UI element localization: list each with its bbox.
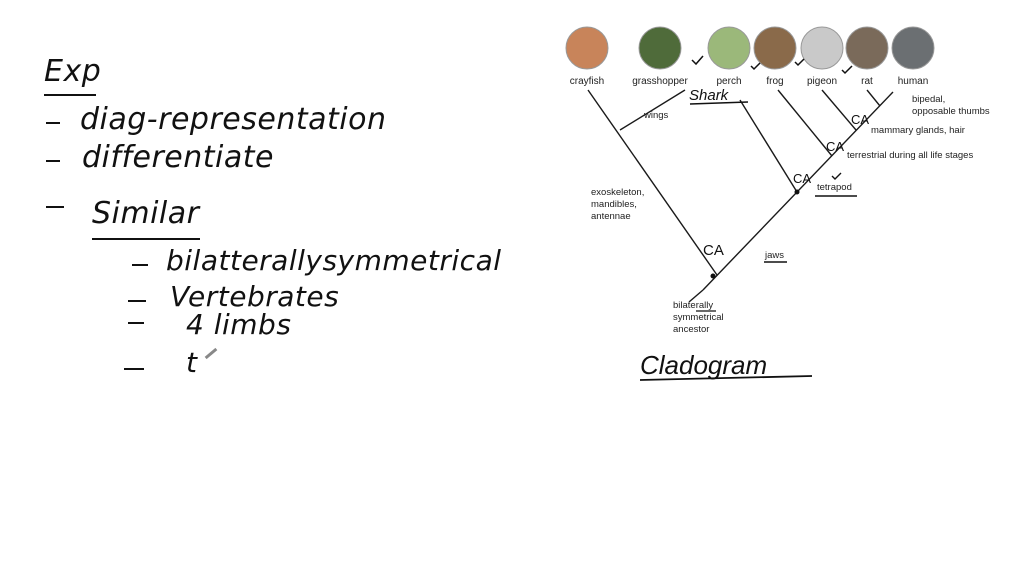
trait-wings: wings bbox=[643, 110, 669, 121]
cladogram-caption: Cladogram bbox=[640, 350, 767, 380]
branch-perch bbox=[739, 99, 798, 193]
branch-pigeon bbox=[821, 89, 857, 131]
taxon-label: perch bbox=[716, 76, 741, 87]
trait-line: antennae bbox=[591, 211, 631, 222]
taxon-rat: rat bbox=[845, 26, 889, 87]
ancestor-line: bilaterally bbox=[673, 300, 713, 311]
bullet-dash bbox=[124, 368, 144, 370]
node-dot bbox=[794, 189, 800, 195]
check-mark bbox=[750, 62, 761, 71]
taxon-frog: frog bbox=[753, 26, 797, 87]
notes-heading: Exp bbox=[44, 54, 102, 89]
taxon-label: grasshopper bbox=[632, 76, 688, 87]
shark-annotation: Shark bbox=[689, 87, 730, 104]
ca-label: CA bbox=[851, 112, 869, 127]
taxon-pigeon: pigeon bbox=[800, 26, 844, 87]
trait-line: mandibles, bbox=[591, 199, 637, 210]
similar-underline bbox=[92, 238, 200, 240]
taxon-human: human bbox=[891, 26, 935, 87]
perch-photo bbox=[707, 26, 751, 70]
taxon-label: frog bbox=[766, 76, 783, 87]
ancestor-line: symmetrical bbox=[673, 312, 724, 323]
bullet-dash bbox=[128, 300, 146, 302]
ca-label: CA bbox=[703, 242, 724, 259]
cladogram: crayfish grasshopper perch frog pigeon r… bbox=[565, 26, 990, 381]
trait-terrestrial: terrestrial during all life stages bbox=[847, 150, 973, 161]
caption-underline bbox=[639, 375, 813, 381]
note-subitem: Vertebrates bbox=[170, 280, 340, 313]
bullet-dash bbox=[128, 322, 144, 324]
trait-mammary: mammary glands, hair bbox=[871, 125, 965, 136]
branch-frog bbox=[777, 89, 833, 157]
bullet-dash bbox=[132, 264, 148, 266]
trait-jaws: jaws bbox=[764, 250, 784, 261]
note-subitem: bilatterallysymmetrical bbox=[166, 244, 502, 277]
note-item: differentiate bbox=[82, 140, 274, 175]
check-mark bbox=[831, 172, 842, 180]
pen-cursor-icon bbox=[204, 347, 218, 360]
handwritten-notes: Exp diag-representation differentiate Si… bbox=[44, 54, 502, 379]
trait-bipedal: bipedal, opposable thumbs bbox=[912, 94, 990, 117]
trait-line: bipedal, bbox=[912, 94, 945, 105]
check-mark bbox=[691, 55, 704, 66]
check-mark bbox=[794, 58, 805, 67]
bullet-dash bbox=[46, 160, 60, 162]
trait-line: opposable thumbs bbox=[912, 106, 990, 117]
note-item: diag-representation bbox=[80, 102, 387, 137]
taxon-label: human bbox=[898, 76, 929, 87]
trait-tetrapod: tetrapod bbox=[817, 182, 852, 193]
branch-rat bbox=[866, 89, 881, 107]
node-dot bbox=[710, 273, 716, 279]
heading-underline bbox=[44, 94, 96, 96]
trait-exoskeleton: exoskeleton, mandibles, antennae bbox=[591, 187, 647, 222]
shark-underline bbox=[689, 101, 749, 105]
rat-photo bbox=[845, 26, 889, 70]
ca-label: CA bbox=[826, 139, 844, 154]
grasshopper-photo bbox=[638, 26, 682, 70]
taxon-perch: perch bbox=[707, 26, 751, 87]
root-stem bbox=[688, 289, 704, 303]
trait-line: exoskeleton, bbox=[591, 187, 644, 198]
frog-photo bbox=[753, 26, 797, 70]
check-mark bbox=[841, 65, 853, 75]
taxon-label: crayfish bbox=[570, 76, 604, 87]
ca-label: CA bbox=[793, 171, 811, 186]
human-photo bbox=[891, 26, 935, 70]
note-subitem: 4 limbs bbox=[186, 308, 292, 341]
bullet-dash bbox=[46, 206, 64, 208]
ancestor-line: ancestor bbox=[673, 324, 709, 335]
taxon-grasshopper: grasshopper bbox=[632, 26, 688, 87]
branch-grasshopper bbox=[619, 89, 686, 131]
pigeon-photo bbox=[800, 26, 844, 70]
crayfish-photo bbox=[565, 26, 609, 70]
note-item: Similar bbox=[92, 196, 200, 231]
branch-crayfish bbox=[587, 89, 718, 276]
taxon-crayfish: crayfish bbox=[565, 26, 609, 87]
taxon-label: rat bbox=[861, 76, 873, 87]
taxon-label: pigeon bbox=[807, 76, 837, 87]
note-subitem: t bbox=[186, 346, 198, 379]
bullet-dash bbox=[46, 122, 60, 124]
ancestor-label: bilaterally symmetrical ancestor bbox=[673, 300, 726, 335]
